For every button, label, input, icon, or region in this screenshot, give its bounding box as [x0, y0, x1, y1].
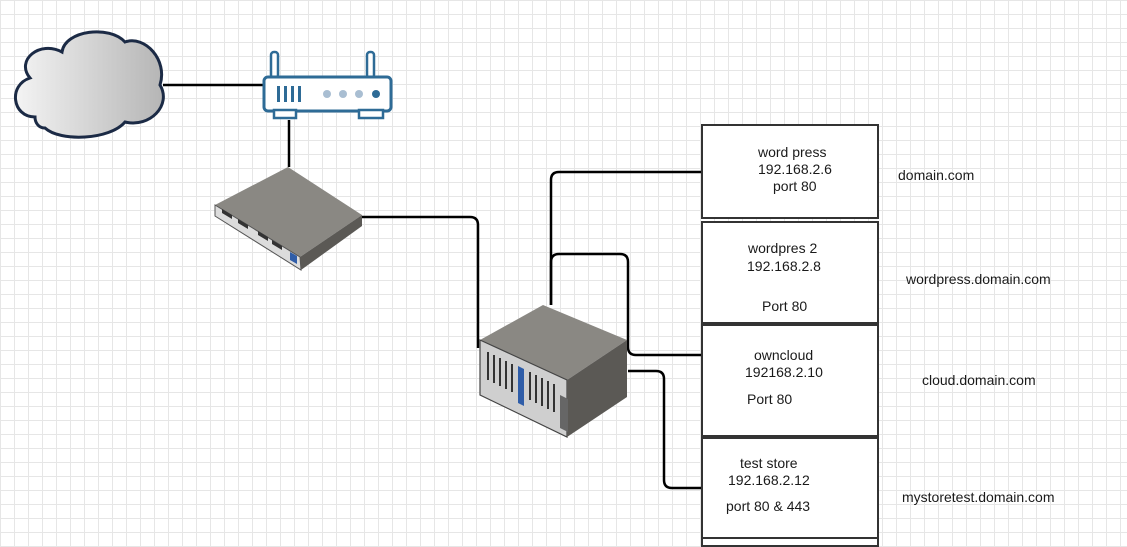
domain-label: domain.com [898, 167, 975, 183]
cloud-icon [13, 30, 165, 139]
server-wordpres2-link [549, 252, 702, 357]
domain-label: cloud.domain.com [922, 372, 1036, 388]
server-name: word press [758, 144, 827, 160]
server-port: Port 80 [762, 298, 808, 314]
server-owncloud-link [628, 369, 702, 490]
server-ip: 192.168.2.8 [747, 258, 821, 274]
server-ip: 192.168.2.12 [728, 472, 810, 488]
domain-label: wordpress.domain.com [906, 271, 1051, 287]
server-name: owncloud [754, 347, 814, 363]
server-name: wordpres 2 [748, 240, 818, 256]
domain-label: mystoretest.domain.com [902, 489, 1055, 505]
server-box-teststore: test store 192.168.2.12 port 80 & 443 [701, 437, 879, 539]
server-icon [479, 305, 627, 438]
server-box-wordpress: word press 192.168.2.6 port 80 [701, 124, 879, 219]
server-ip: 192168.2.10 [745, 364, 823, 380]
connection-lines [163, 83, 702, 490]
server-name: test store [740, 455, 798, 471]
router-icon [262, 50, 393, 120]
server-port: port 80 & 443 [726, 498, 811, 514]
switch-server-link [362, 215, 480, 348]
server-box-partial [701, 537, 879, 547]
server-box-owncloud: owncloud 192168.2.10 Port 80 [701, 324, 879, 437]
server-port: port 80 [773, 178, 817, 194]
switch-icon [214, 167, 362, 271]
server-ip: 192.168.2.6 [758, 161, 832, 177]
server-box-wordpres2: wordpres 2 192.168.2.8 Port 80 [701, 221, 879, 324]
server-wordpress-link [549, 170, 702, 305]
server-port: Port 80 [747, 391, 793, 407]
